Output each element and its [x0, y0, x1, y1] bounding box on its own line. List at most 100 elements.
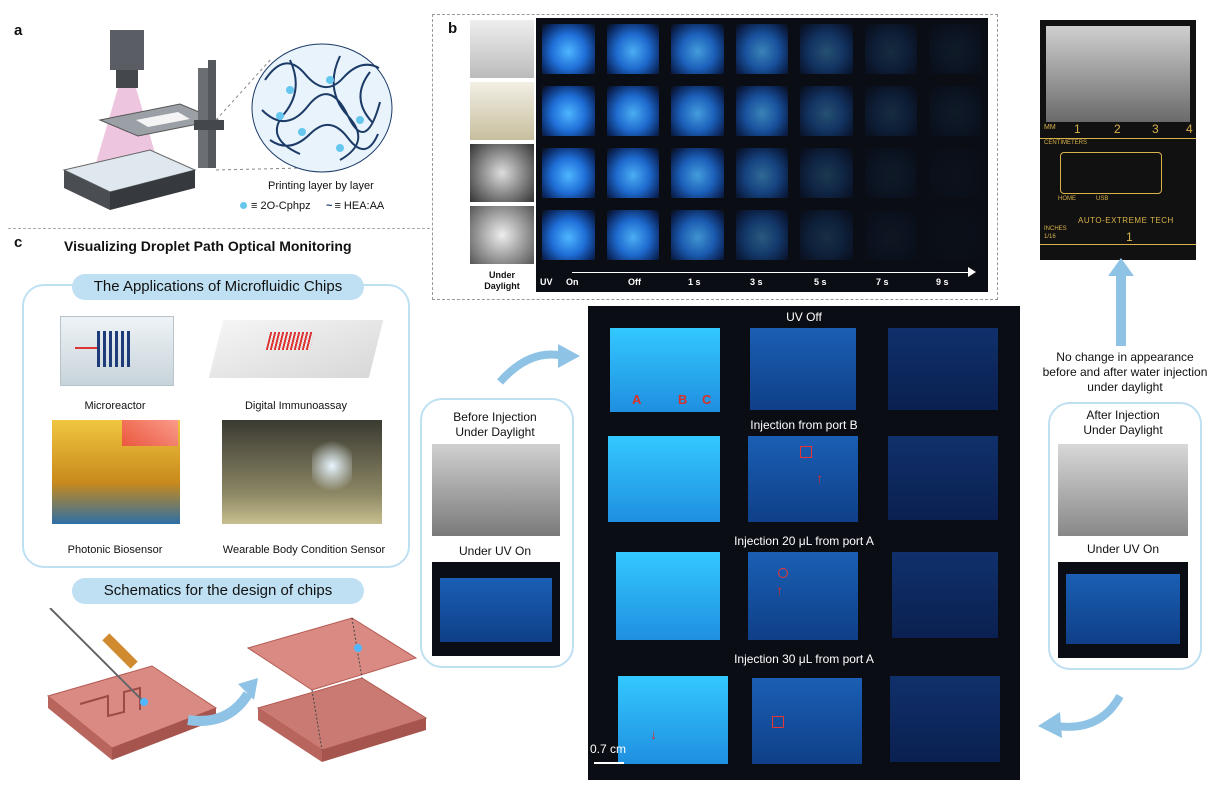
schematics-title: Schematics for the design of chips [72, 578, 364, 604]
app-label-microreactor: Microreactor [84, 400, 146, 412]
time-tick-0: On [566, 277, 579, 287]
ruler-mm: MM [1044, 124, 1056, 131]
before-injection-box [420, 398, 574, 668]
before-daylight-photo [432, 444, 560, 536]
after-uv-photo [1058, 562, 1188, 658]
time-axis-arrow-icon [968, 267, 976, 277]
marker-square-icon-2 [772, 716, 784, 728]
legend-2o-cphpz-text: ≡ 2O-Cphpz [251, 200, 311, 212]
marker-circle-icon [778, 568, 788, 578]
uv-label: UV [540, 277, 553, 287]
ruler-3: 3 [1152, 122, 1159, 136]
afterglow-grid: UV On Off 1 s 3 s 5 s 7 s 9 s [536, 18, 988, 292]
port-b-label: B [678, 392, 688, 407]
curved-arrow-return-icon [1038, 693, 1124, 738]
chip-row4-col1 [618, 676, 728, 764]
chip-row3-col1 [616, 552, 720, 640]
chip-row4-col3 [890, 676, 1000, 762]
before-line1: Before Injection [453, 410, 537, 424]
microreactor-image [60, 316, 174, 386]
legend-hea-aa: ~≡ HEA:AA [326, 200, 384, 212]
scale-bar [594, 762, 624, 764]
ruler-4: 4 [1186, 122, 1193, 136]
board-inches: INCHES [1044, 226, 1067, 232]
after-injection-box [1048, 402, 1202, 670]
board-inch-frac: 1/16 [1044, 234, 1056, 240]
row-title-20ul: Injection 20 μL from port A [734, 534, 874, 548]
legend-hea-aa-text: ≡ HEA:AA [334, 200, 385, 212]
chip-design-schematic [46, 608, 428, 762]
daylight-column [470, 20, 534, 268]
time-tick-5: 7 s [876, 277, 889, 287]
applications-title: The Applications of Microfluidic Chips [72, 274, 364, 300]
time-axis-line [572, 272, 972, 273]
up-arrow-icon [1108, 258, 1134, 346]
note-line3: under daylight [1087, 380, 1163, 394]
chip-row2-col1 [608, 436, 720, 522]
before-uv-photo [432, 562, 560, 656]
flow-arrow-icon-2: ↑ [776, 582, 783, 598]
chip-row2-col2 [748, 436, 858, 522]
chip-row3-col2 [748, 552, 858, 640]
wearable-sensor-image [222, 420, 382, 524]
digital-immunoassay-image [208, 320, 384, 378]
ruler-2: 2 [1114, 122, 1121, 136]
chip-row2-col3 [888, 436, 998, 520]
ruler-strip: MM 1 2 3 4 [1040, 122, 1196, 139]
photonic-biosensor-image [52, 420, 180, 524]
app-label-digital-immunoassay: Digital Immunoassay [244, 400, 348, 412]
printing-caption: Printing layer by layer [268, 180, 374, 192]
daylight-photo-cat [470, 82, 534, 140]
board-usb-label: USB [1096, 196, 1109, 202]
time-tick-4: 5 s [814, 277, 827, 287]
board-inch-num: 1 [1126, 230, 1133, 244]
chip-row1-col1 [610, 328, 720, 412]
panel-label-c: c [14, 234, 23, 251]
flow-arrow-down-icon: ↓ [650, 726, 657, 742]
chip-row4-col2 [752, 678, 862, 764]
time-tick-3: 3 s [750, 277, 763, 287]
note-line1: No change in appearance [1056, 350, 1194, 364]
panel-c-title: Visualizing Droplet Path Optical Monitor… [64, 238, 352, 254]
time-tick-6: 9 s [936, 277, 949, 287]
flow-arrow-icon: ↑ [816, 470, 823, 486]
port-a-label: A [632, 392, 642, 407]
board-photo: MM 1 2 3 4 CENTIMETERS HOME USB AUTO-EXT… [1040, 20, 1196, 260]
chip-row3-col3 [892, 552, 998, 638]
row-title-30ul: Injection 30 μL from port A [734, 652, 874, 666]
curved-arrow-icon [497, 344, 580, 385]
daylight-photo-warrior [470, 20, 534, 78]
marker-square-icon [800, 446, 812, 458]
board-home-label: HOME [1058, 196, 1076, 202]
before-injection-heading: Before Injection Under Daylight [420, 410, 570, 440]
printer-schematic [62, 30, 393, 210]
board-traces [1060, 152, 1162, 194]
injection-sequence-panel: UV Off Injection from port B Injection 2… [588, 306, 1020, 780]
after-line1: After Injection [1086, 408, 1160, 422]
no-change-note: No change in appearance before and after… [1030, 350, 1220, 395]
before-uv-heading: Under UV On [458, 544, 532, 558]
after-daylight-photo [1058, 444, 1188, 536]
row-title-port-b: Injection from port B [750, 418, 858, 432]
before-line2: Under Daylight [455, 425, 535, 439]
chip-on-board [1046, 26, 1190, 122]
daylight-photo-lattice-2 [470, 206, 534, 264]
port-c-label: C [702, 392, 712, 407]
under-daylight-label: Under Daylight [484, 270, 520, 291]
after-uv-heading: Under UV On [1086, 542, 1160, 556]
ruler-1: 1 [1074, 122, 1081, 136]
polymer-wave-icon: ~ [326, 200, 333, 212]
daylight-photo-lattice-1 [470, 144, 534, 202]
app-label-wearable-sensor: Wearable Body Condition Sensor [222, 544, 386, 556]
scale-bar-label: 0.7 cm [590, 742, 627, 756]
separator-line [8, 228, 430, 229]
time-tick-1: Off [628, 277, 641, 287]
ruler-centimeters: CENTIMETERS [1044, 140, 1088, 146]
panel-label-b: b [448, 20, 458, 37]
board-brand-text: AUTO-EXTREME TECH [1078, 216, 1174, 225]
chip-row1-col2 [750, 328, 856, 410]
after-injection-heading: After Injection Under Daylight [1048, 408, 1198, 438]
panel-b-frame [432, 14, 998, 300]
dye-dot-icon [240, 202, 247, 209]
legend-2o-cphpz: ≡ 2O-Cphpz [240, 200, 311, 212]
